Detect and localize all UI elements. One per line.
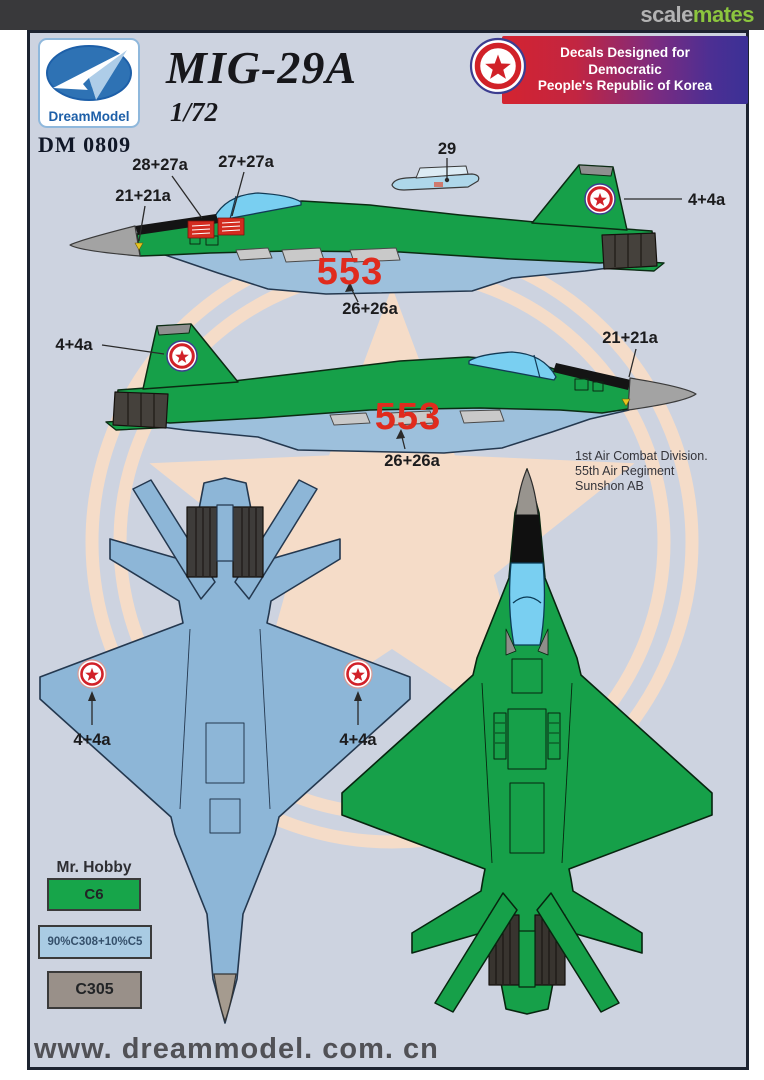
callout-label: 28+27a bbox=[132, 156, 188, 174]
callout-label: 26+26a bbox=[384, 452, 440, 470]
underside-plan-view: 4+4a 4+4a bbox=[39, 477, 411, 1024]
dreammodel-logo: DreamModel bbox=[38, 38, 140, 128]
canopy bbox=[508, 562, 546, 646]
paint-chart-brand: Mr. Hobby bbox=[56, 859, 132, 876]
dreammodel-logo-text: DreamModel bbox=[48, 109, 130, 124]
profile-view-starboard-side: 4+4a 21+21a 553 26+26a bbox=[55, 323, 697, 470]
fin-roundel bbox=[584, 183, 616, 215]
callout-label: 29 bbox=[438, 140, 456, 158]
radome bbox=[627, 377, 697, 411]
callout-label: 4+4a bbox=[688, 191, 726, 209]
callout-label: 21+21a bbox=[115, 187, 171, 205]
anti-glare-panel bbox=[511, 515, 543, 563]
leader-lines bbox=[138, 158, 682, 303]
callout-label: 27+27a bbox=[218, 153, 274, 171]
radome bbox=[213, 973, 237, 1023]
leader-lines bbox=[91, 697, 359, 725]
callout-label: 4+4a bbox=[55, 336, 93, 354]
topside-aircraft bbox=[341, 468, 713, 1015]
unit-description: 1st Air Combat Division. 55th Air Regime… bbox=[575, 449, 755, 494]
scalemates-logo-mates: mates bbox=[692, 2, 755, 27]
paint-swatch-green: C6 bbox=[47, 878, 141, 911]
scalemates-logo-scale: scale bbox=[640, 2, 693, 27]
engine-nozzle bbox=[601, 232, 658, 270]
banner-line-1: Decals Designed for bbox=[560, 45, 690, 60]
callout-label: 4+4a bbox=[339, 731, 377, 749]
paint-swatch-blue: 90%C308+10%C5 bbox=[38, 925, 152, 959]
aircraft-port-profile bbox=[69, 164, 665, 295]
unit-line-2: 55th Air Regiment bbox=[575, 464, 675, 478]
topside-plan-view bbox=[341, 468, 713, 1015]
scalemates-header-bar: scalemates bbox=[0, 0, 764, 30]
callout-label: 4+4a bbox=[73, 731, 111, 749]
paint-swatch-label: 90%C308+10%C5 bbox=[47, 936, 143, 948]
fin-roundel bbox=[166, 340, 198, 372]
aircraft-starboard-profile bbox=[105, 323, 697, 454]
paper-plane-icon bbox=[46, 45, 132, 101]
anti-glare-panel bbox=[135, 214, 219, 235]
board-number-decal: 553 bbox=[375, 396, 441, 438]
callout-label: 26+26a bbox=[342, 300, 398, 316]
profile-view-port-side: 28+27a 27+27a 21+21a 29 4+4a 553 26+26a bbox=[69, 140, 726, 316]
paint-swatch-label: C6 bbox=[84, 886, 104, 903]
radome bbox=[515, 468, 539, 516]
country-banner: Decals Designed for Democratic People's … bbox=[502, 36, 748, 104]
unit-line-3: Sunshon AB bbox=[575, 479, 644, 493]
paint-swatch-gray: C305 bbox=[47, 971, 142, 1009]
board-number-decal: 553 bbox=[317, 251, 383, 293]
kit-title: MIG-29A bbox=[166, 42, 358, 93]
watermark-star bbox=[149, 287, 635, 749]
radome bbox=[69, 225, 141, 257]
underside-aircraft bbox=[39, 477, 411, 1024]
kit-scale: 1/72 bbox=[170, 97, 219, 127]
wing-roundel-left bbox=[77, 659, 107, 689]
website-url: www. dreammodel. com. cn bbox=[34, 1033, 439, 1065]
banner-line-3: People's Republic of Korea bbox=[537, 78, 713, 93]
scalemates-logo: scalemates bbox=[640, 4, 754, 26]
instruction-sheet-page: DreamModel DM 0809 MIG-29A 1/72 Decals D… bbox=[27, 30, 749, 1070]
banner-line-2: Democratic bbox=[588, 61, 662, 77]
kit-number: DM 0809 bbox=[38, 132, 132, 157]
kpaaf-roundel-icon bbox=[469, 37, 527, 95]
wing-roundel-right bbox=[343, 659, 373, 689]
canopy bbox=[468, 351, 557, 381]
unit-line-1: 1st Air Combat Division. bbox=[575, 449, 708, 463]
anti-glare-panel bbox=[553, 363, 631, 390]
callout-label: 21+21a bbox=[602, 329, 658, 347]
paint-swatch-label: C305 bbox=[75, 981, 114, 998]
